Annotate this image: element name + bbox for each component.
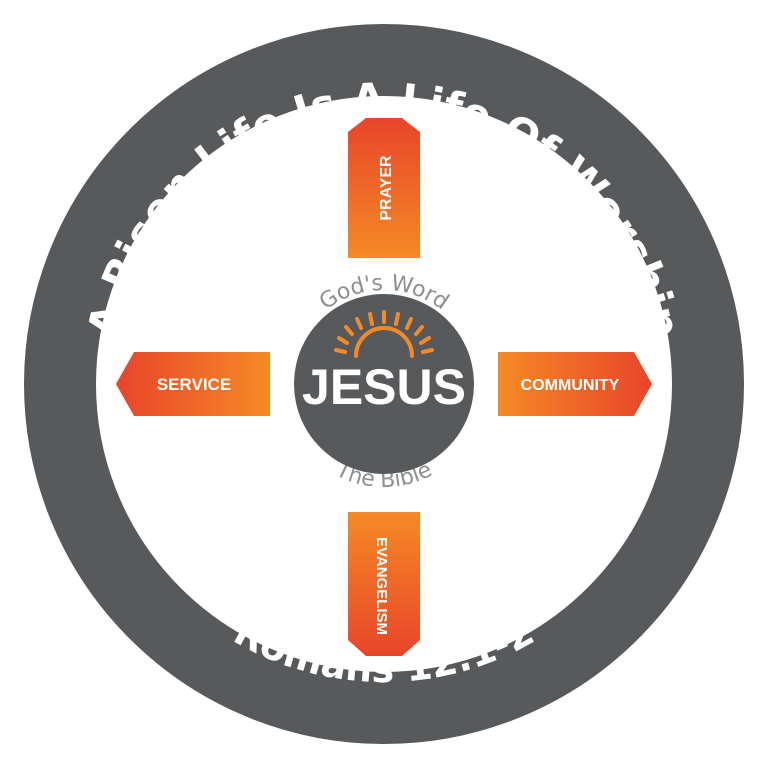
arm-evangelism: EVANGELISM: [348, 512, 420, 656]
outer-ring: [24, 24, 744, 744]
center-title: JESUS: [302, 359, 466, 415]
arm-evangelism-label: EVANGELISM: [373, 537, 390, 635]
arm-community-label: COMMUNITY: [521, 377, 620, 394]
sunrise-icon: [334, 310, 434, 358]
arm-prayer-label: PRAYER: [378, 155, 395, 221]
arm-community: COMMUNITY: [498, 352, 652, 416]
arm-service-label: SERVICE: [157, 375, 231, 394]
arm-prayer: PRAYER: [348, 118, 420, 258]
arm-service: SERVICE: [116, 352, 270, 416]
